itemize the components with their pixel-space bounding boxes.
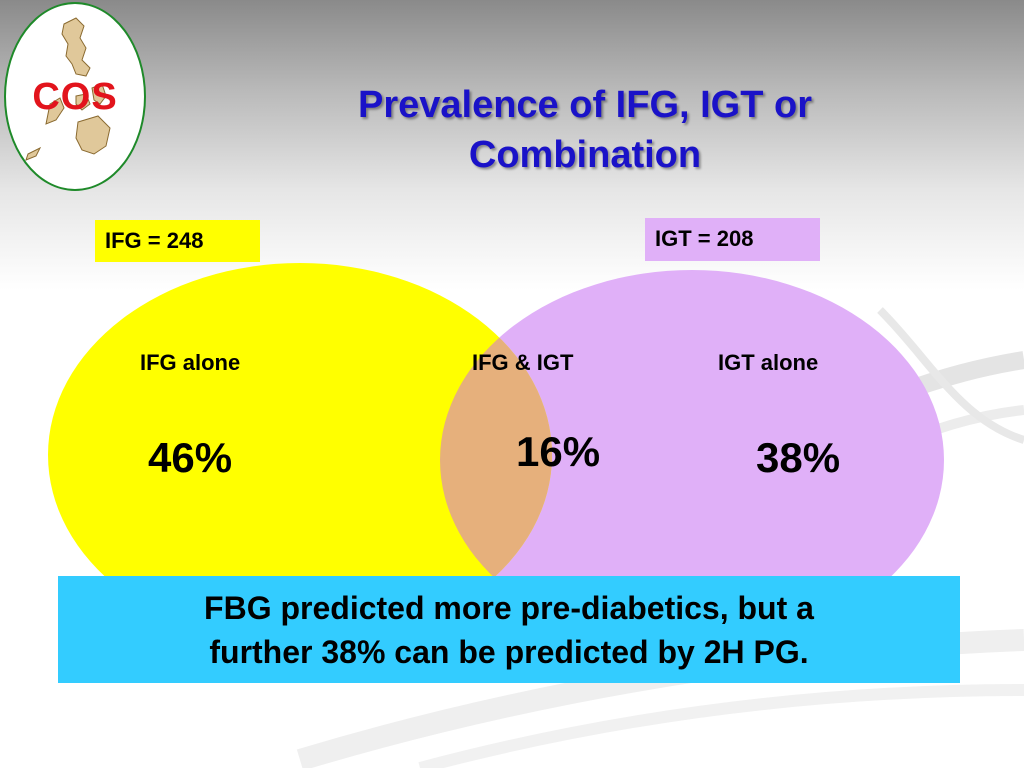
ifg-igt-label: IFG & IGT bbox=[472, 350, 574, 375]
slide-title: Prevalence of IFG, IGT or Combination bbox=[250, 80, 920, 180]
ifg-igt-percent: 16% bbox=[516, 428, 601, 475]
ifg-alone-label: IFG alone bbox=[140, 350, 241, 375]
ifg-count-label: IFG = 248 bbox=[95, 220, 260, 262]
title-line-2: Combination bbox=[468, 134, 702, 176]
ifg-circle bbox=[48, 263, 552, 647]
title-line-1: Prevalence of IFG, IGT or bbox=[357, 84, 812, 126]
note-line-2: further 38% can be predicted by 2H PG. bbox=[209, 634, 809, 670]
igt-circle bbox=[440, 270, 944, 650]
igt-alone-label: IGT alone bbox=[718, 350, 819, 375]
ifg-alone-percent: 46% bbox=[148, 434, 233, 481]
igt-count-label: IGT = 208 bbox=[645, 218, 820, 261]
philippines-map-icon bbox=[25, 17, 111, 161]
note-line-1: FBG predicted more pre-diabetics, but a bbox=[204, 590, 814, 626]
logo-text: COS bbox=[32, 76, 118, 118]
igt-alone-percent: 38% bbox=[756, 434, 841, 481]
organization-logo: COS bbox=[4, 2, 146, 191]
conclusion-note: FBG predicted more pre-diabetics, but a … bbox=[58, 576, 960, 683]
